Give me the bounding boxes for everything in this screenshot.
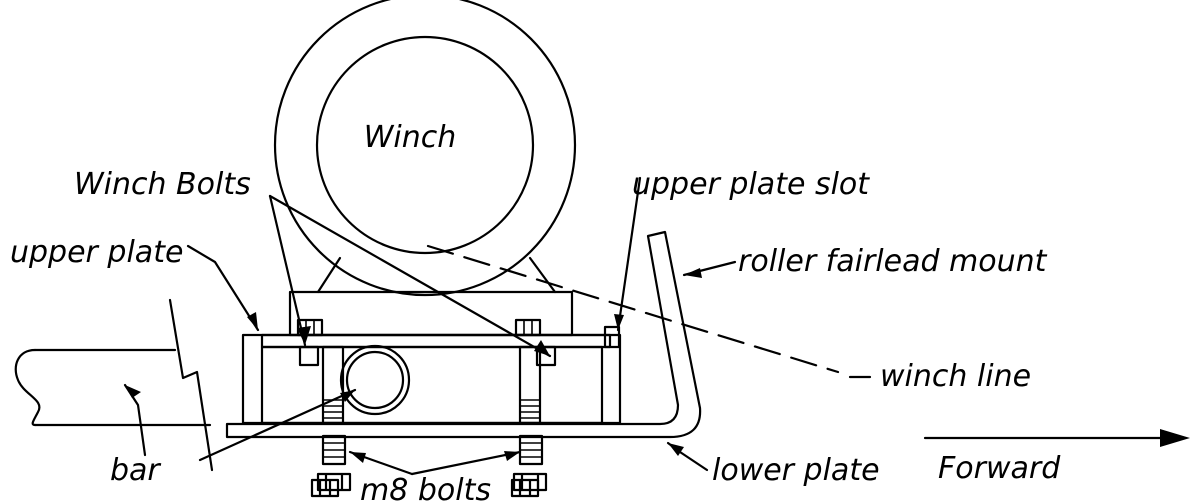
nut-icon-left — [310, 478, 340, 498]
lower-plate — [225, 230, 702, 439]
winch-bolts-label: Winch Bolts — [74, 167, 251, 202]
bar-section-outer — [339, 344, 411, 416]
roller-fairlead-mount-label: roller fairlead mount — [738, 244, 1048, 279]
winch-outer-circle — [273, 0, 577, 297]
upper-plate-slot — [603, 325, 621, 349]
winch: Winch — [273, 0, 577, 297]
bar-label: bar — [110, 453, 161, 488]
leader-lines — [123, 176, 872, 476]
bar-section-inner — [345, 350, 405, 410]
winch-support-left — [316, 256, 342, 294]
upper-plate-label: upper plate — [10, 235, 183, 270]
bar-end-wave — [14, 348, 41, 427]
lower-plate-and-fairlead — [225, 230, 702, 439]
winch-base-block — [288, 290, 574, 337]
upper-plate-slot-label: upper plate slot — [632, 167, 870, 202]
bar — [14, 298, 411, 472]
winch-label: Winch — [364, 120, 457, 155]
forward-arrow — [923, 429, 1190, 447]
winch-inner-circle — [315, 35, 535, 255]
upper-plate-rect — [260, 333, 612, 349]
m8-bolt-left — [316, 345, 352, 492]
winch-bolt-right — [514, 318, 557, 367]
lower-plate-label: lower plate — [712, 453, 880, 488]
winch-line — [426, 244, 840, 374]
m8-nut-left — [316, 472, 352, 492]
forward-label: Forward — [938, 451, 1061, 486]
winch-line-label: winch line — [880, 359, 1031, 394]
m8-bolt-right — [512, 345, 548, 492]
m8-bolts-label: m8 bolts — [360, 473, 491, 504]
clamp-inner-block — [260, 345, 604, 425]
nut-icon-right — [510, 478, 540, 498]
bar-break-symbol — [168, 298, 214, 472]
winch-support-right — [528, 256, 557, 294]
